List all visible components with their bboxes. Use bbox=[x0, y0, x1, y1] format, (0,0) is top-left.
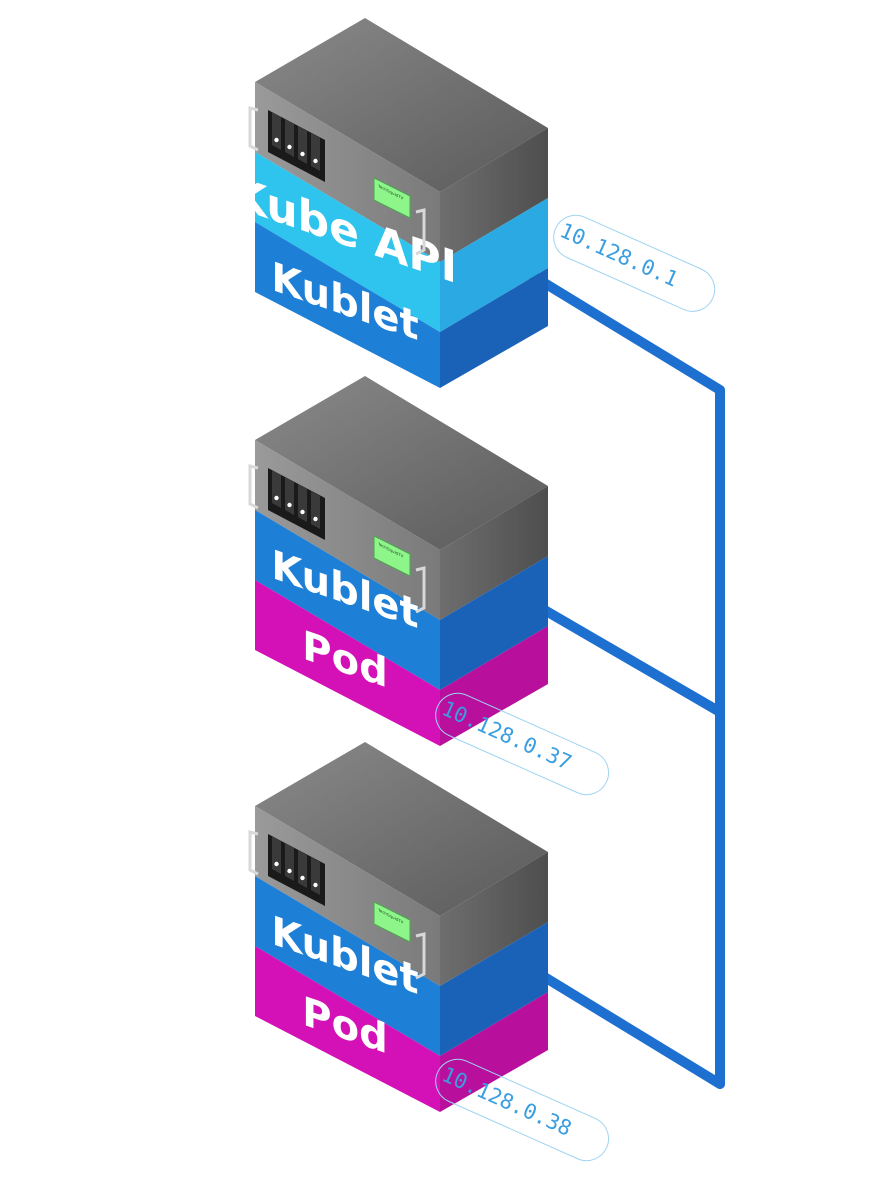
drive-bays bbox=[268, 834, 325, 906]
drive-bay-frame bbox=[268, 110, 325, 182]
server-front-gray bbox=[255, 440, 440, 620]
server-top bbox=[255, 18, 548, 192]
display-panel bbox=[373, 535, 411, 577]
layer-side bbox=[440, 626, 548, 746]
drive-led bbox=[287, 144, 292, 150]
left-handle bbox=[248, 106, 259, 152]
left-handle bbox=[248, 464, 259, 510]
layer-front bbox=[255, 510, 440, 690]
drive-slot bbox=[311, 133, 320, 171]
drive-led bbox=[300, 509, 305, 515]
layer-side bbox=[440, 992, 548, 1112]
drive-bays bbox=[268, 468, 325, 540]
layer-side bbox=[440, 268, 548, 388]
drive-led bbox=[313, 516, 318, 522]
layer-front bbox=[255, 946, 440, 1112]
server-side-gray bbox=[440, 128, 548, 262]
drive-slot bbox=[298, 126, 307, 164]
display-panel bbox=[373, 177, 411, 219]
ip-capsule bbox=[435, 1058, 610, 1162]
right-handle bbox=[415, 566, 426, 614]
drive-led bbox=[287, 868, 292, 874]
drive-slot bbox=[272, 836, 281, 874]
layer-front bbox=[255, 580, 440, 746]
drive-slot bbox=[311, 491, 320, 529]
layer-side bbox=[440, 556, 548, 690]
server-top bbox=[255, 742, 548, 916]
drive-led bbox=[313, 158, 318, 164]
drive-led bbox=[313, 882, 318, 888]
drive-led bbox=[274, 137, 279, 143]
drive-led bbox=[300, 875, 305, 881]
drive-slot bbox=[285, 119, 294, 157]
drive-led bbox=[287, 502, 292, 508]
drive-led bbox=[274, 861, 279, 867]
drive-slot bbox=[311, 857, 320, 895]
drive-slot bbox=[272, 112, 281, 150]
drive-slot bbox=[298, 850, 307, 888]
server-side-gray bbox=[440, 486, 548, 620]
server-front-gray bbox=[255, 806, 440, 986]
cable-main bbox=[505, 257, 725, 1089]
ip-label-node-1: 10.128.0.37 bbox=[435, 692, 610, 796]
server-front-gray bbox=[255, 82, 440, 262]
server-top bbox=[255, 376, 548, 550]
right-handle bbox=[415, 932, 426, 980]
drive-led bbox=[274, 495, 279, 501]
drive-led bbox=[300, 151, 305, 157]
layer-front bbox=[255, 152, 440, 332]
drive-bay-frame bbox=[268, 468, 325, 540]
drive-slot bbox=[285, 477, 294, 515]
layer-front bbox=[255, 876, 440, 1056]
left-handle bbox=[248, 830, 259, 876]
servers: Kube APIKubletTechSquidTVKubletPodTechSq… bbox=[233, 18, 548, 1112]
right-handle bbox=[415, 208, 426, 256]
ip-capsule bbox=[435, 692, 610, 796]
drive-slot bbox=[272, 470, 281, 508]
layer-front bbox=[255, 222, 440, 388]
drive-bay-frame bbox=[268, 834, 325, 906]
ip-label-node-2: 10.128.0.38 bbox=[435, 1058, 610, 1162]
layer-side bbox=[440, 198, 548, 332]
drive-slot bbox=[298, 484, 307, 522]
drive-bays bbox=[268, 110, 325, 182]
server-side-gray bbox=[440, 852, 548, 986]
drive-slot bbox=[285, 843, 294, 881]
display-panel bbox=[373, 901, 411, 943]
ip-address: 10.128.0.38 bbox=[438, 1062, 575, 1140]
ip-capsule bbox=[553, 214, 716, 312]
ip-address: 10.128.0.37 bbox=[438, 696, 575, 774]
layer-side bbox=[440, 922, 548, 1056]
